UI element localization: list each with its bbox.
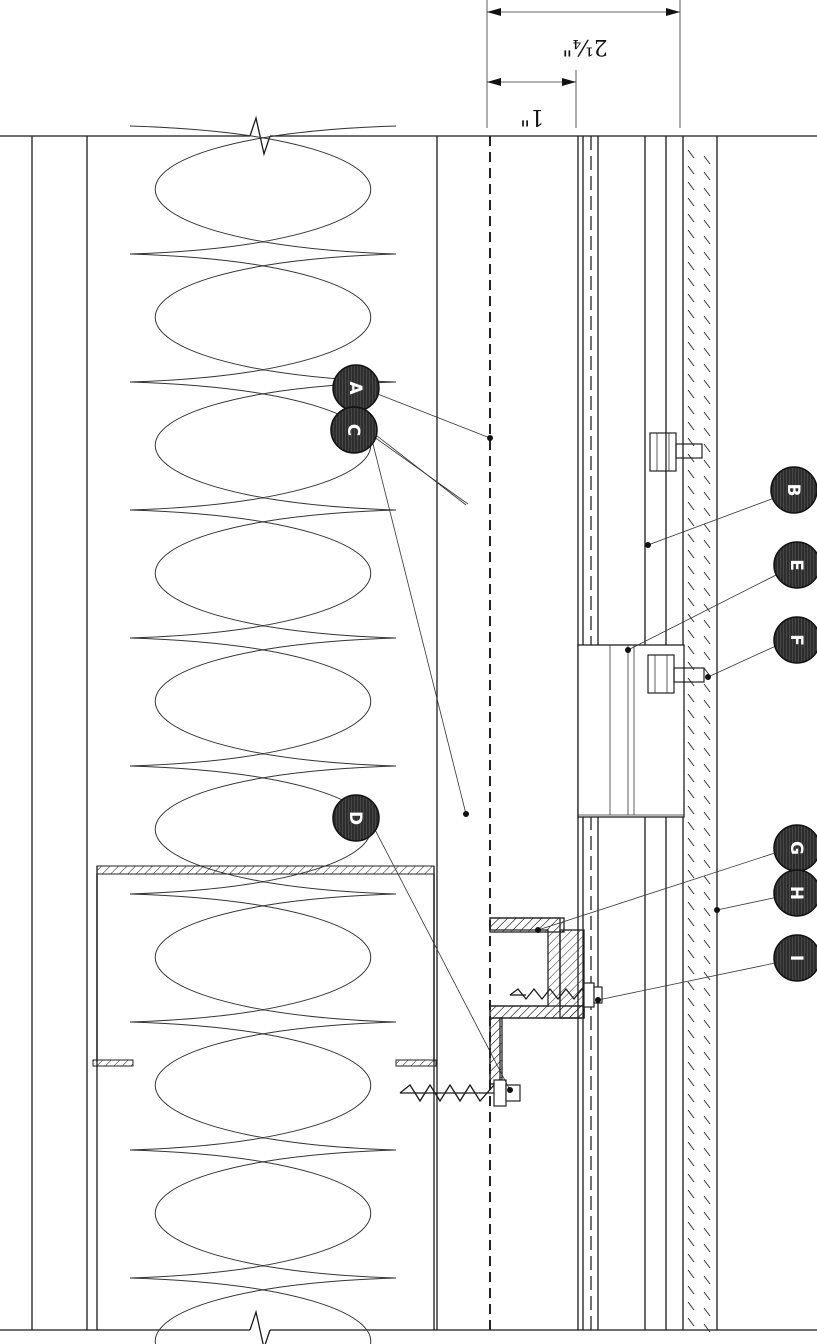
dimension-label-large: 2¼" — [562, 34, 607, 59]
callout-label: B — [783, 484, 803, 497]
z-girt-bracket — [489, 917, 585, 1085]
callout-b: B — [770, 466, 817, 514]
callout-a: A — [332, 364, 380, 412]
callout-c: C — [330, 406, 378, 454]
section-cut-lines — [0, 115, 817, 1344]
stud-screw — [399, 1079, 521, 1107]
cladding-screw — [509, 982, 603, 1008]
dimension-lines — [486, 0, 681, 128]
callout-label: C — [343, 424, 363, 436]
leader-lines — [369, 390, 781, 1093]
callout-label: A — [345, 381, 365, 395]
steel-stud — [92, 865, 437, 1330]
callout-h: H — [773, 869, 817, 917]
callout-d: D — [332, 794, 380, 842]
dimension-small-text: 1" — [520, 104, 544, 129]
callout-label: F — [786, 634, 806, 646]
callout-label: H — [786, 886, 806, 900]
dimension-label-small: 1" — [520, 104, 544, 129]
callout-i: I — [773, 934, 817, 982]
callout-label: D — [345, 811, 365, 825]
callout-label: E — [786, 559, 806, 571]
batt-insulation — [129, 125, 397, 1344]
callout-e: E — [773, 541, 817, 589]
girt-clip-assembly — [577, 432, 705, 818]
callout-label: G — [786, 841, 806, 855]
callout-label: I — [786, 955, 806, 961]
interior-finish-layers — [31, 136, 438, 1330]
callout-bubbles: A C D B E F G H I — [330, 364, 817, 982]
dimension-large-text: 2¼" — [562, 34, 607, 59]
callout-g: G — [773, 824, 817, 872]
callout-f: F — [773, 616, 817, 664]
